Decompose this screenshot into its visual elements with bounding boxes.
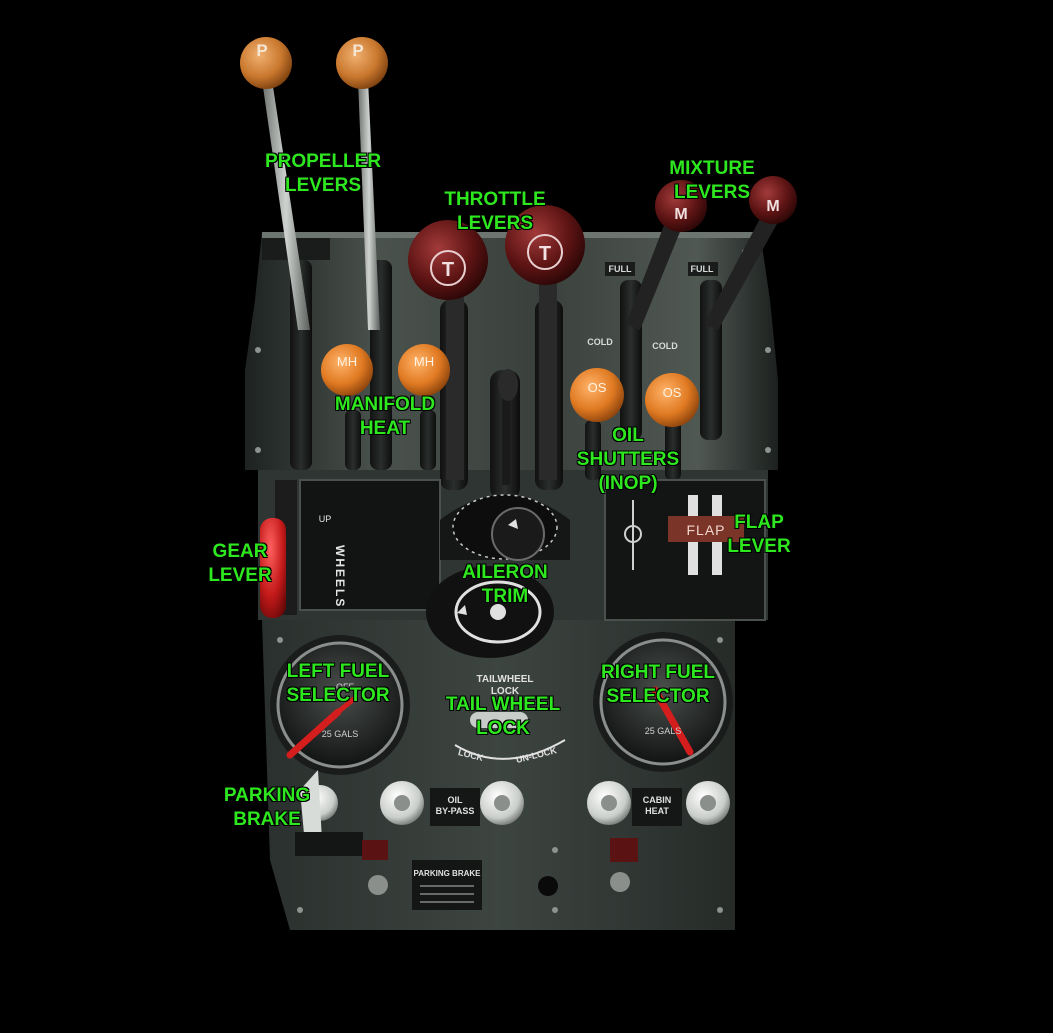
mixture-knob-right[interactable]	[749, 176, 797, 224]
oil-bypass-placard-line2: BY-PASS	[436, 806, 475, 816]
throttle-knob-left[interactable]	[408, 220, 488, 300]
throttle-knob-right[interactable]	[505, 205, 585, 285]
parking-brake-label: PARKING BRAKE	[224, 784, 310, 832]
mixture-knob-left[interactable]	[655, 180, 707, 232]
left-fuel-selector: 25 GALS OFF	[270, 635, 410, 775]
aileron-label-line1: AILERON	[462, 562, 548, 583]
left-fuel-selector-label: LEFT FUEL SELECTOR	[286, 660, 389, 708]
mixture-levers: M M	[626, 176, 797, 330]
throttle-knob-right-letter: T	[539, 243, 551, 265]
flap-lever-label: FLAP LEVER	[727, 511, 790, 559]
tail-wheel-lock-handle[interactable]	[470, 712, 528, 728]
gear-lever	[260, 480, 297, 618]
gear-label-line1: GEAR	[212, 541, 268, 562]
manifold-label-line1: MANIFOLD	[334, 394, 436, 415]
right-fuel-selector: 25 GALS	[593, 632, 733, 772]
push-knob-row: OIL BY-PASS CABIN HEAT	[302, 781, 730, 826]
mixture-knob-right-letter: M	[766, 198, 779, 215]
manifold-label-line2: HEAT	[359, 418, 411, 439]
cold-placard-left: COLD	[587, 337, 613, 347]
propeller-knob-right[interactable]	[336, 37, 388, 89]
parking-label-line2: BRAKE	[233, 809, 301, 830]
tailwheel-placard: TAILWHEEL	[476, 674, 533, 685]
oil-shutter-knob-right[interactable]	[645, 373, 699, 427]
gear-label-line2: LEVER	[208, 565, 272, 586]
oil-shutters-label-line1: OIL	[612, 425, 644, 446]
throttle-levers-label: THROTTLE LEVERS	[444, 188, 545, 236]
oil-shutter-knob-left-letters: OS	[588, 380, 607, 395]
tail-wheel-label-line2: LOCK	[476, 718, 530, 739]
propeller-label-line1: PROPELLER	[264, 151, 382, 172]
gear-lever-handle[interactable]	[260, 518, 286, 618]
full-placard-left: FULL	[609, 264, 632, 274]
manifold-heat-knobs: MH MH	[321, 344, 450, 396]
throttle-label-line1: THROTTLE	[444, 189, 546, 210]
left-fuel-label-line1: LEFT FUEL	[286, 661, 390, 682]
mixture-levers-label: MIXTURE LEVERS	[669, 157, 755, 205]
left-fuel-label-line2: SELECTOR	[286, 685, 390, 706]
propeller-levers-label: PROPELLER LEVERS	[265, 150, 381, 198]
right-fuel-label-line2: SELECTOR	[606, 686, 710, 707]
cabin-heat-placard-line2: HEAT	[645, 806, 669, 816]
oil-shutter-knob-right-letters: OS	[663, 385, 682, 400]
flap-label-line2: LEVER	[727, 536, 791, 557]
flap-lever-handle[interactable]	[668, 516, 744, 542]
oil-shutters-label: OIL SHUTTERS (INOP)	[577, 424, 679, 496]
mixture-label-line1: MIXTURE	[669, 158, 755, 179]
tail-wheel-label-line1: TAIL WHEEL	[445, 694, 561, 715]
flap-panel: FLAP	[604, 479, 766, 621]
parking-brake-placard: PARKING BRAKE	[414, 869, 482, 878]
throttle-knob-left-letter: T	[442, 259, 454, 281]
manifold-heat-knob-right-letters: MH	[414, 354, 434, 369]
full-placard-right: FULL	[691, 264, 714, 274]
gear-lever-label: GEAR LEVER	[208, 540, 271, 588]
flap-handle-placard: FLAP	[686, 522, 725, 538]
cold-placard-right: COLD	[652, 341, 678, 351]
throttle-levers: T T	[408, 205, 585, 480]
oil-shutter-knob-left[interactable]	[570, 368, 624, 422]
wheels-placard: WHEELS	[333, 545, 347, 608]
aileron-trim	[426, 494, 570, 658]
mixture-label-line2: LEVERS	[673, 182, 751, 203]
aileron-label-line2: TRIM	[481, 586, 529, 607]
center-lever	[498, 369, 518, 485]
cabin-heat-placard-line1: CABIN	[643, 795, 672, 805]
propeller-knob-left[interactable]	[240, 37, 292, 89]
aileron-trim-knob[interactable]	[491, 507, 545, 561]
parking-brake: PARKING BRAKE	[295, 770, 638, 910]
manifold-heat-knob-right[interactable]	[398, 344, 450, 396]
right-fuel-label-line1: RIGHT FUEL	[601, 662, 715, 683]
gear-panel: UP WHEELS	[299, 479, 441, 611]
manifold-heat-knob-left[interactable]	[321, 344, 373, 396]
oil-bypass-placard-line1: OIL	[448, 795, 464, 805]
wheels-up-placard: UP	[319, 514, 332, 524]
flap-label-line1: FLAP	[734, 512, 784, 533]
propeller-levers: P P	[240, 37, 388, 330]
oil-shutters-label-line3: (INOP)	[598, 473, 658, 494]
propeller-knob-left-letter: P	[256, 41, 267, 60]
left-fuel-gals: 25 GALS	[322, 729, 359, 739]
right-fuel-gals: 25 GALS	[645, 726, 682, 736]
aileron-trim-label: AILERON TRIM	[462, 561, 548, 609]
propeller-label-line2: LEVERS	[284, 175, 362, 196]
tailwheel-lock-placard: LOCK	[491, 686, 520, 697]
parking-label-line1: PARKING	[223, 785, 311, 806]
right-fuel-selector-label: RIGHT FUEL SELECTOR	[601, 661, 715, 709]
throttle-label-line2: LEVERS	[456, 213, 534, 234]
left-fuel-off: OFF	[336, 682, 354, 692]
mixture-knob-left-letter: M	[674, 206, 687, 223]
manifold-heat-label: MANIFOLD HEAT	[335, 393, 435, 441]
manifold-heat-knob-left-letters: MH	[337, 354, 357, 369]
oil-shutter-knobs: COLD COLD OS OS FULL FULL	[570, 264, 714, 427]
oil-shutters-label-line2: SHUTTERS	[576, 449, 680, 470]
tail-wheel-lock-label: TAIL WHEEL LOCK	[446, 693, 560, 741]
propeller-knob-right-letter: P	[352, 41, 363, 60]
